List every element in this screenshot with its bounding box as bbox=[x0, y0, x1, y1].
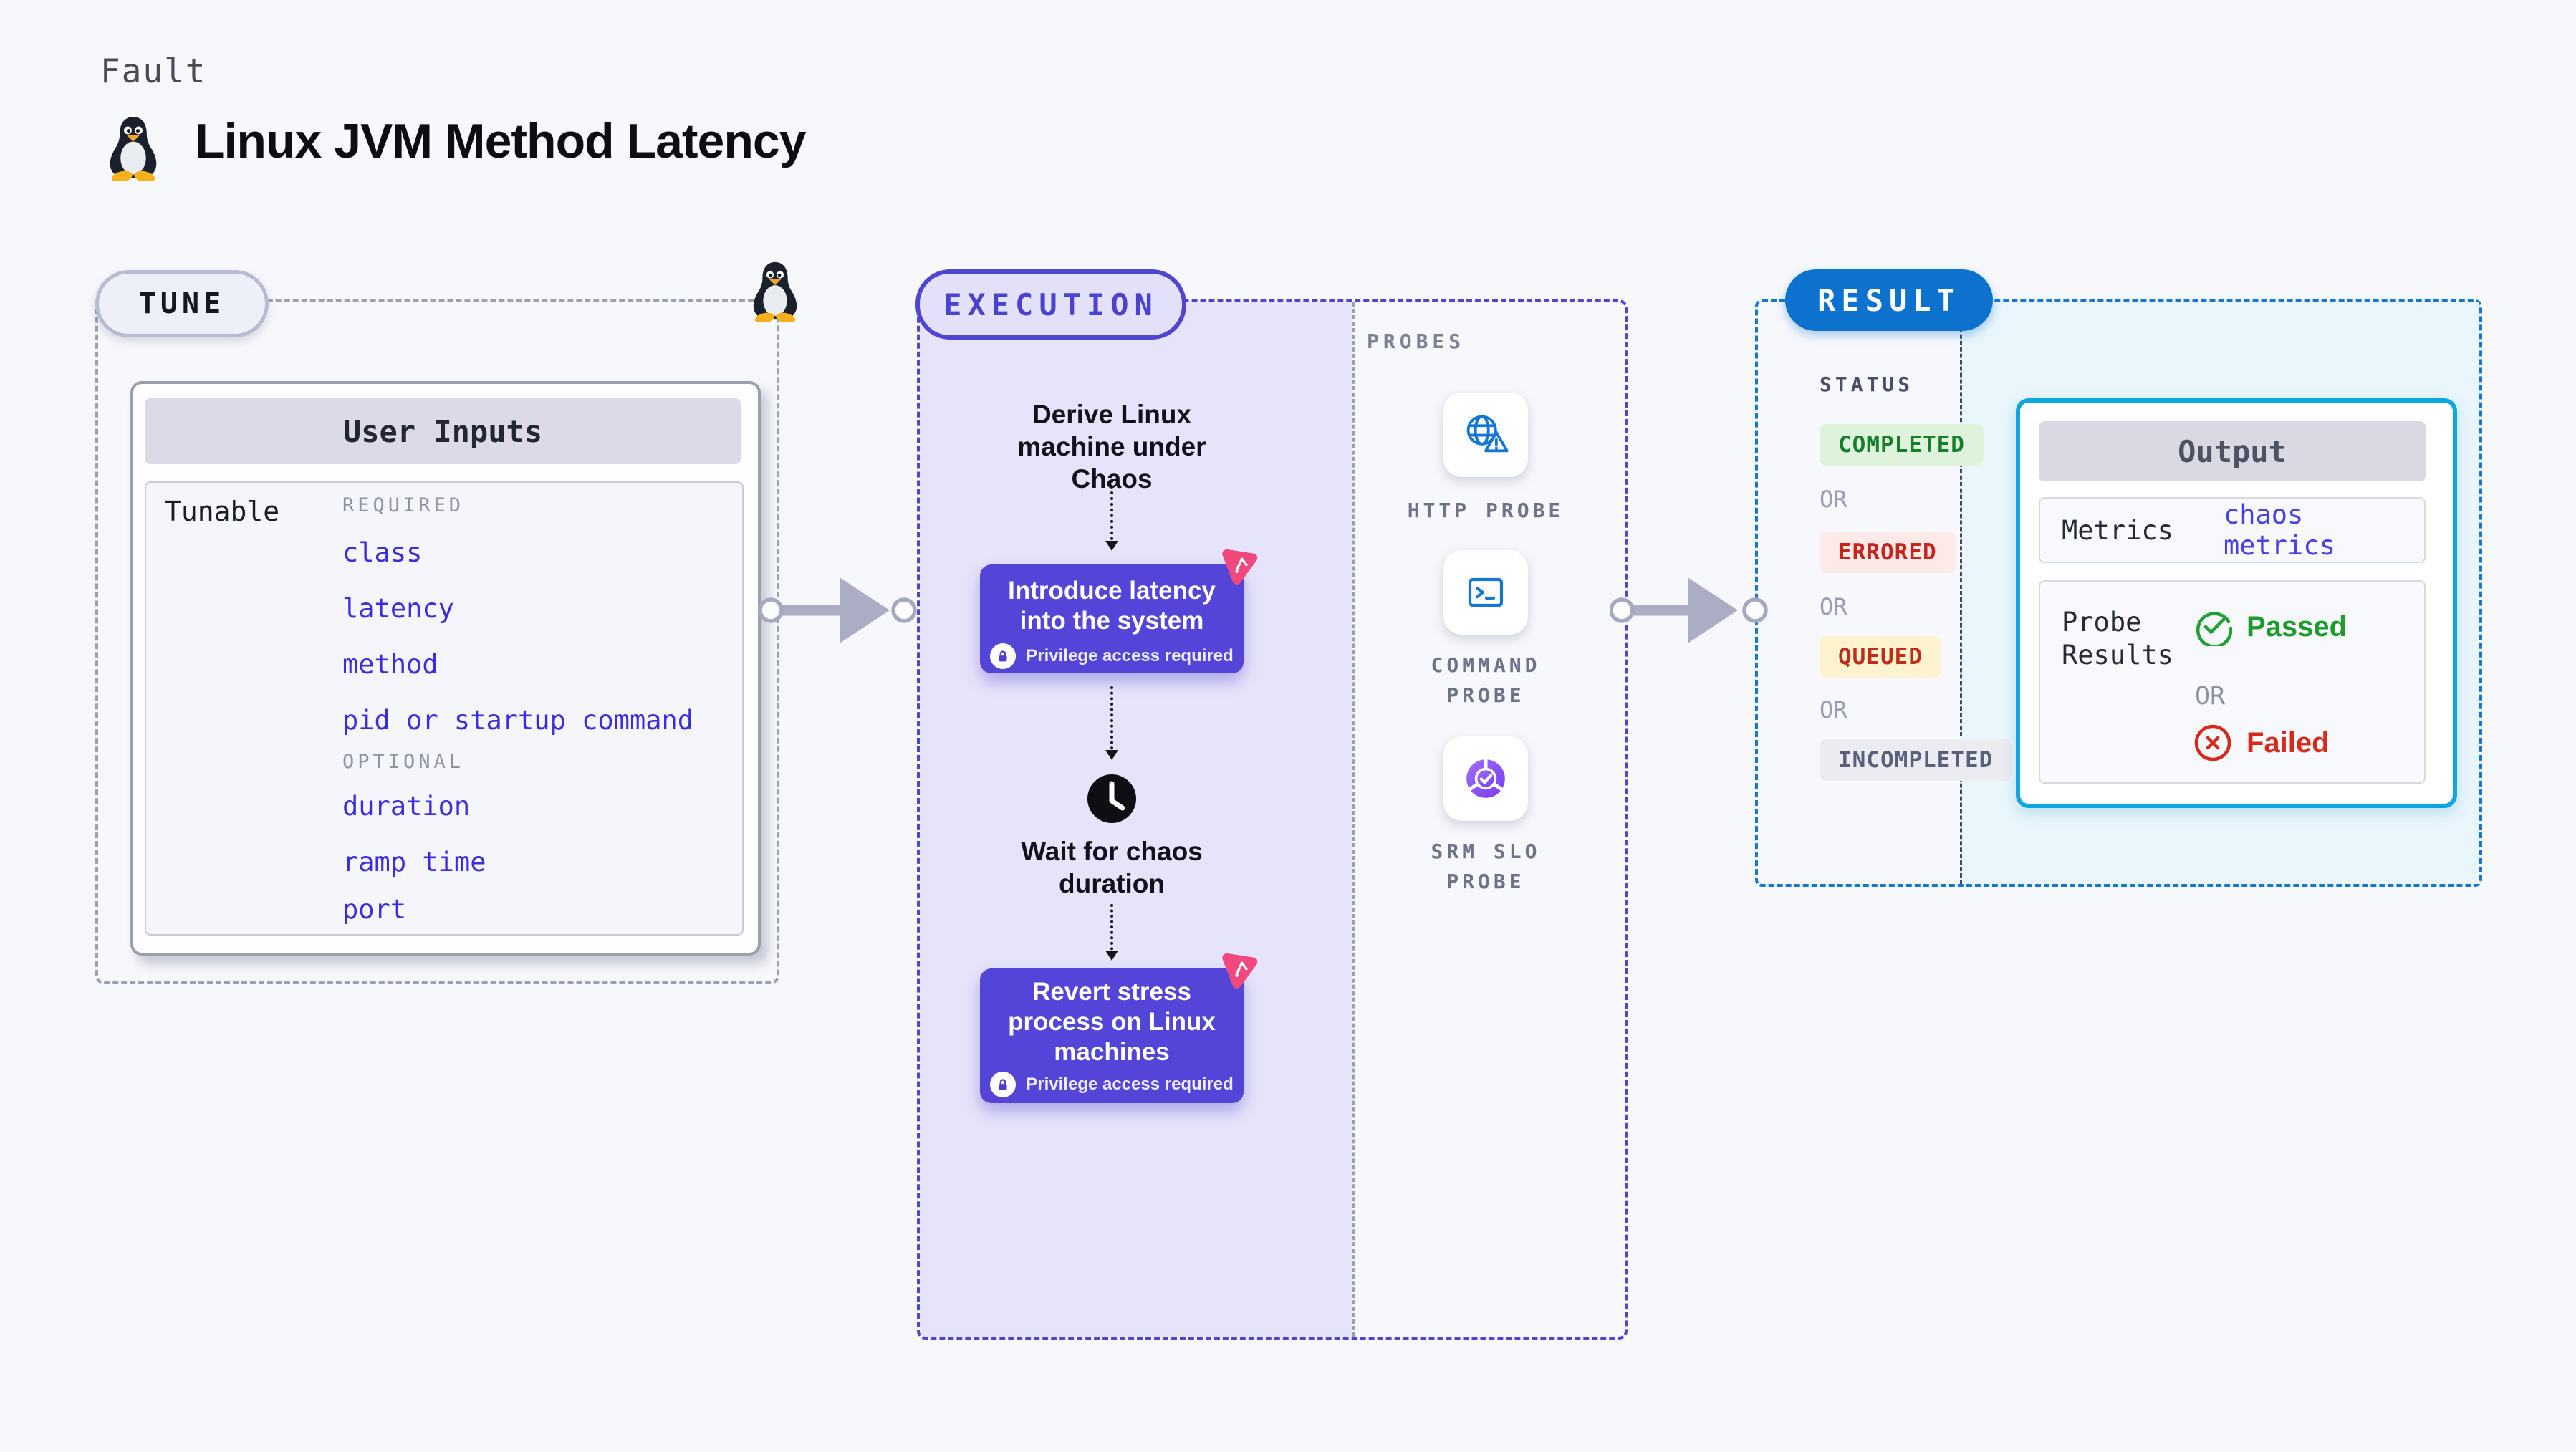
flow-connector-2 bbox=[1105, 686, 1118, 760]
fault-kicker: Fault bbox=[100, 52, 207, 90]
revert-stress-step: Revert stress process on Linux machines … bbox=[980, 953, 1258, 1103]
flow-connector-1 bbox=[1105, 474, 1118, 551]
linux-penguin-corner-icon bbox=[753, 261, 797, 322]
metrics-value: chaos metrics bbox=[2223, 499, 2335, 561]
param-class: class bbox=[342, 537, 423, 568]
tune-to-execution-arrow bbox=[758, 577, 917, 643]
passed-result: Passed bbox=[2193, 607, 2347, 646]
http-probe-card bbox=[1443, 393, 1528, 477]
x-circle-icon bbox=[2194, 724, 2231, 761]
or-separator: OR bbox=[2195, 682, 2226, 711]
chaos-fault-icon bbox=[1222, 953, 1258, 989]
tune-group-box bbox=[95, 299, 779, 984]
status-badge-errored: ERRORED bbox=[1820, 532, 1956, 573]
tunable-row-label: Tunable bbox=[165, 496, 280, 527]
srm-slo-probe-label: SRM SLO PROBE bbox=[1431, 840, 1541, 893]
execution-group-box bbox=[917, 299, 1628, 1340]
status-heading: STATUS bbox=[1820, 372, 1914, 396]
or-separator: OR bbox=[1820, 593, 1847, 620]
wait-step-text: Wait for chaos duration bbox=[1021, 837, 1203, 898]
passed-label: Passed bbox=[2246, 610, 2347, 643]
user-inputs-body bbox=[145, 481, 744, 936]
metrics-row: Metrics chaos metrics bbox=[2039, 497, 2426, 563]
execution-probes-divider bbox=[1352, 302, 1355, 1337]
param-latency: latency bbox=[342, 593, 454, 624]
execution-pill: EXECUTION bbox=[915, 269, 1186, 340]
metrics-label: Metrics bbox=[2062, 514, 2173, 546]
param-port: port bbox=[342, 894, 407, 925]
lock-icon bbox=[990, 1072, 1017, 1097]
failed-result: Failed bbox=[2193, 723, 2330, 762]
terminal-icon bbox=[1468, 577, 1504, 607]
command-probe-card bbox=[1443, 550, 1528, 635]
param-ramp-time: ramp time bbox=[342, 847, 486, 878]
check-circle-icon bbox=[2196, 612, 2232, 646]
globe-warning-icon bbox=[1466, 415, 1509, 453]
privilege-note: Privilege access required bbox=[1026, 646, 1234, 665]
lock-icon bbox=[990, 643, 1017, 669]
status-badge-incompleted: INCOMPLETED bbox=[1820, 739, 2012, 781]
execution-fill bbox=[920, 302, 1352, 1337]
output-header: Output bbox=[2039, 421, 2426, 481]
param-duration: duration bbox=[342, 791, 471, 822]
required-heading: REQUIRED bbox=[342, 494, 465, 516]
page-title: Linux JVM Method Latency bbox=[195, 114, 807, 168]
introduce-step-text: Introduce latency into the system bbox=[1008, 577, 1216, 635]
tune-pill: TUNE bbox=[95, 270, 269, 337]
optional-heading: OPTIONAL bbox=[342, 751, 465, 773]
introduce-latency-step: Introduce latency into the system Privil… bbox=[980, 549, 1258, 673]
or-separator: OR bbox=[1820, 696, 1847, 723]
privilege-note: Privilege access required bbox=[1026, 1074, 1234, 1094]
wait-clock-icon bbox=[1087, 774, 1136, 823]
probe-results-row: Probe Results Passed OR Failed bbox=[2039, 580, 2426, 784]
output-card: Output Metrics chaos metrics Probe Resul… bbox=[2016, 398, 2457, 808]
chaos-fault-icon bbox=[1222, 549, 1258, 585]
slo-donut-check-icon bbox=[1466, 758, 1505, 798]
param-pid-or-startup-command: pid or startup command bbox=[342, 705, 694, 736]
http-probe-label: HTTP PROBE bbox=[1407, 499, 1565, 522]
failed-label: Failed bbox=[2246, 726, 2330, 759]
user-inputs-header: User Inputs bbox=[145, 398, 741, 464]
flow-connector-3 bbox=[1105, 904, 1118, 961]
linux-penguin-icon bbox=[110, 117, 157, 181]
status-badge-queued: QUEUED bbox=[1820, 636, 1941, 678]
probe-results-label: Probe Results bbox=[2062, 607, 2173, 670]
result-pill: RESULT bbox=[1785, 269, 1993, 331]
revert-step-text: Revert stress process on Linux machines bbox=[1008, 978, 1216, 1066]
probes-to-result-arrow bbox=[1610, 577, 1768, 643]
or-separator: OR bbox=[1820, 486, 1847, 513]
probes-heading: PROBES bbox=[1367, 330, 1466, 353]
status-badge-completed: COMPLETED bbox=[1820, 424, 1984, 466]
param-method: method bbox=[342, 649, 438, 680]
command-probe-label: COMMAND PROBE bbox=[1431, 653, 1541, 707]
srm-slo-probe-card bbox=[1443, 736, 1528, 821]
